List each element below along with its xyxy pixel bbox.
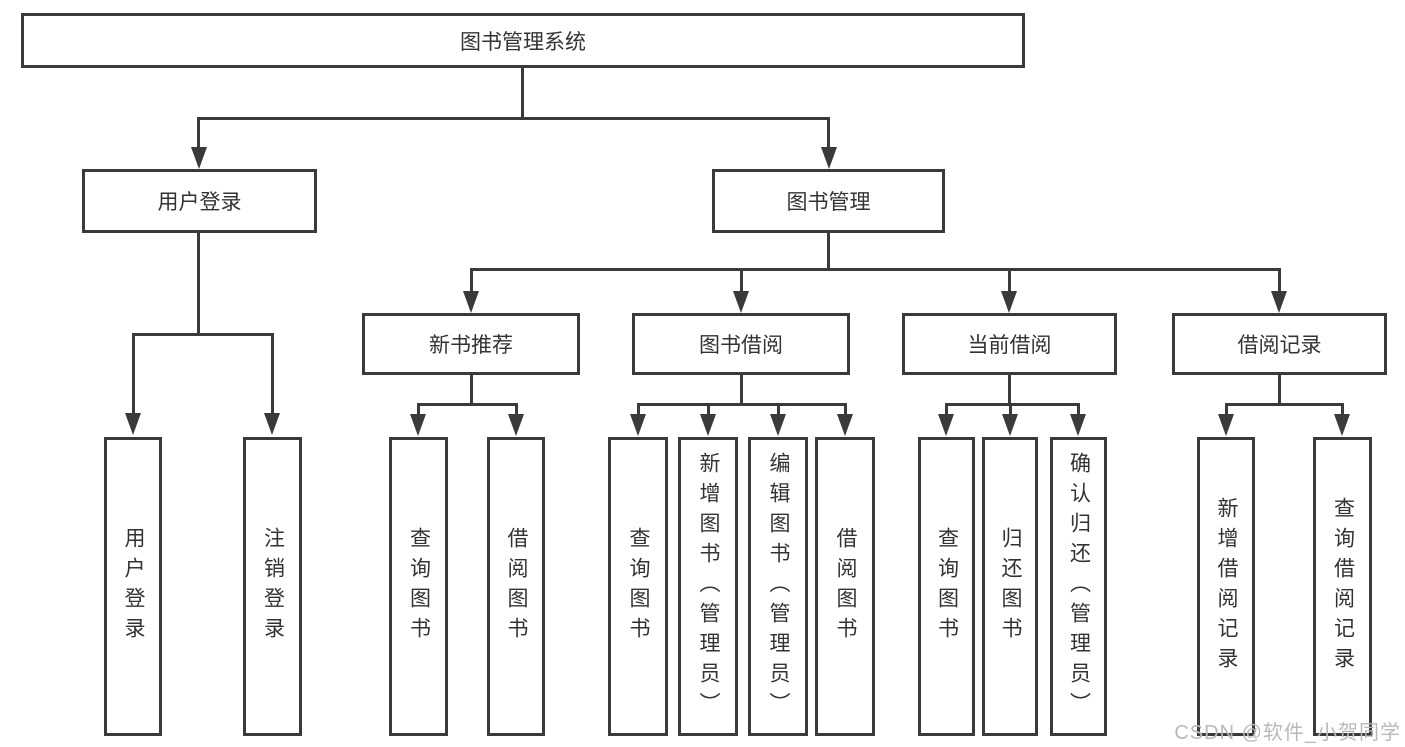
node-current-borrowing: 当前借阅 bbox=[902, 313, 1117, 375]
connector-leaf-shaft bbox=[707, 403, 710, 416]
connector-group-bar bbox=[1225, 403, 1344, 406]
connector-l3-stem bbox=[1278, 375, 1281, 405]
arrow-down-icon bbox=[1002, 414, 1018, 436]
connector-l3-stem bbox=[470, 375, 473, 405]
leaf-add-books-admin: 新增图书（管理员） bbox=[678, 437, 738, 736]
leaf-borrow-books-borrowing: 借阅图书 bbox=[815, 437, 875, 736]
leaf-add-borrow-record: 新增借阅记录 bbox=[1197, 437, 1255, 736]
connector-leaf-shaft bbox=[945, 403, 948, 416]
arrow-down-icon bbox=[191, 147, 207, 169]
arrow-down-icon bbox=[733, 291, 749, 313]
arrow-down-icon bbox=[837, 414, 853, 436]
arrow-down-icon bbox=[700, 414, 716, 436]
arrow-down-icon bbox=[630, 414, 646, 436]
connector-user-login-bar bbox=[132, 333, 274, 336]
arrow-down-icon bbox=[1218, 414, 1234, 436]
connector-user-login-shaft bbox=[197, 117, 200, 149]
arrow-down-icon bbox=[125, 413, 141, 435]
arrow-down-icon bbox=[821, 147, 837, 169]
arrow-down-icon bbox=[1334, 414, 1350, 436]
connector-level3-shaft bbox=[740, 268, 743, 293]
connector-leaf-shaft bbox=[844, 403, 847, 416]
leaf-query-books-current: 查询图书 bbox=[918, 437, 975, 736]
arrow-down-icon bbox=[1271, 291, 1287, 313]
arrow-down-icon bbox=[508, 414, 524, 436]
connector-group-bar bbox=[945, 403, 1080, 406]
arrow-down-icon bbox=[463, 291, 479, 313]
node-book-borrowing: 图书借阅 bbox=[632, 313, 850, 375]
node-user-login: 用户登录 bbox=[82, 169, 317, 233]
node-library-management-system: 图书管理系统 bbox=[21, 13, 1025, 68]
connector-level3-shaft bbox=[1278, 268, 1281, 293]
node-borrowing-records: 借阅记录 bbox=[1172, 313, 1387, 375]
node-book-management: 图书管理 bbox=[712, 169, 945, 233]
connector-group-bar bbox=[637, 403, 847, 406]
leaf-query-books-borrowing: 查询图书 bbox=[608, 437, 668, 736]
connector-book-mgmt-shaft bbox=[827, 117, 830, 149]
connector-group-bar bbox=[417, 403, 518, 406]
leaf-query-books-recommend: 查询图书 bbox=[389, 437, 448, 736]
arrow-down-icon bbox=[1001, 291, 1017, 313]
leaf-query-borrow-record: 查询借阅记录 bbox=[1313, 437, 1372, 736]
leaf-user-login: 用户登录 bbox=[104, 437, 162, 736]
leaf-edit-books-admin: 编辑图书（管理员） bbox=[748, 437, 808, 736]
connector-level3-shaft bbox=[1008, 268, 1011, 293]
connector-root-stem bbox=[521, 68, 524, 120]
arrow-down-icon bbox=[938, 414, 954, 436]
connector-leaf-shaft bbox=[1341, 403, 1344, 416]
connector-user-login-stem bbox=[197, 233, 200, 335]
node-new-book-recommend: 新书推荐 bbox=[362, 313, 580, 375]
connector-level3-bar bbox=[470, 268, 1281, 271]
leaf-logout-login: 注销登录 bbox=[243, 437, 302, 736]
watermark: CSDN @软件_小贺同学 bbox=[1174, 722, 1401, 744]
connector-leaf-shaft bbox=[1077, 403, 1080, 416]
leaf-borrow-books-recommend: 借阅图书 bbox=[487, 437, 545, 736]
connector-leaf-shaft bbox=[637, 403, 640, 416]
connector-level2-bar bbox=[197, 117, 830, 120]
leaf-return-books: 归还图书 bbox=[982, 437, 1038, 736]
connector-l3-stem bbox=[740, 375, 743, 405]
connector-leaf-shaft bbox=[1225, 403, 1228, 416]
leaf-confirm-return-admin: 确认归还（管理员） bbox=[1050, 437, 1107, 736]
connector-level3-shaft bbox=[470, 268, 473, 293]
connector-leaf-shaft bbox=[271, 333, 274, 414]
arrow-down-icon bbox=[264, 413, 280, 435]
arrow-down-icon bbox=[410, 414, 426, 436]
connector-leaf-shaft bbox=[515, 403, 518, 416]
connector-leaf-shaft bbox=[417, 403, 420, 416]
connector-leaf-shaft bbox=[132, 333, 135, 414]
connector-leaf-shaft bbox=[1009, 403, 1012, 416]
connector-l3-stem bbox=[1008, 375, 1011, 405]
arrow-down-icon bbox=[1070, 414, 1086, 436]
connector-leaf-shaft bbox=[777, 403, 780, 416]
connector-book-mgmt-stem bbox=[827, 233, 830, 271]
arrow-down-icon bbox=[770, 414, 786, 436]
